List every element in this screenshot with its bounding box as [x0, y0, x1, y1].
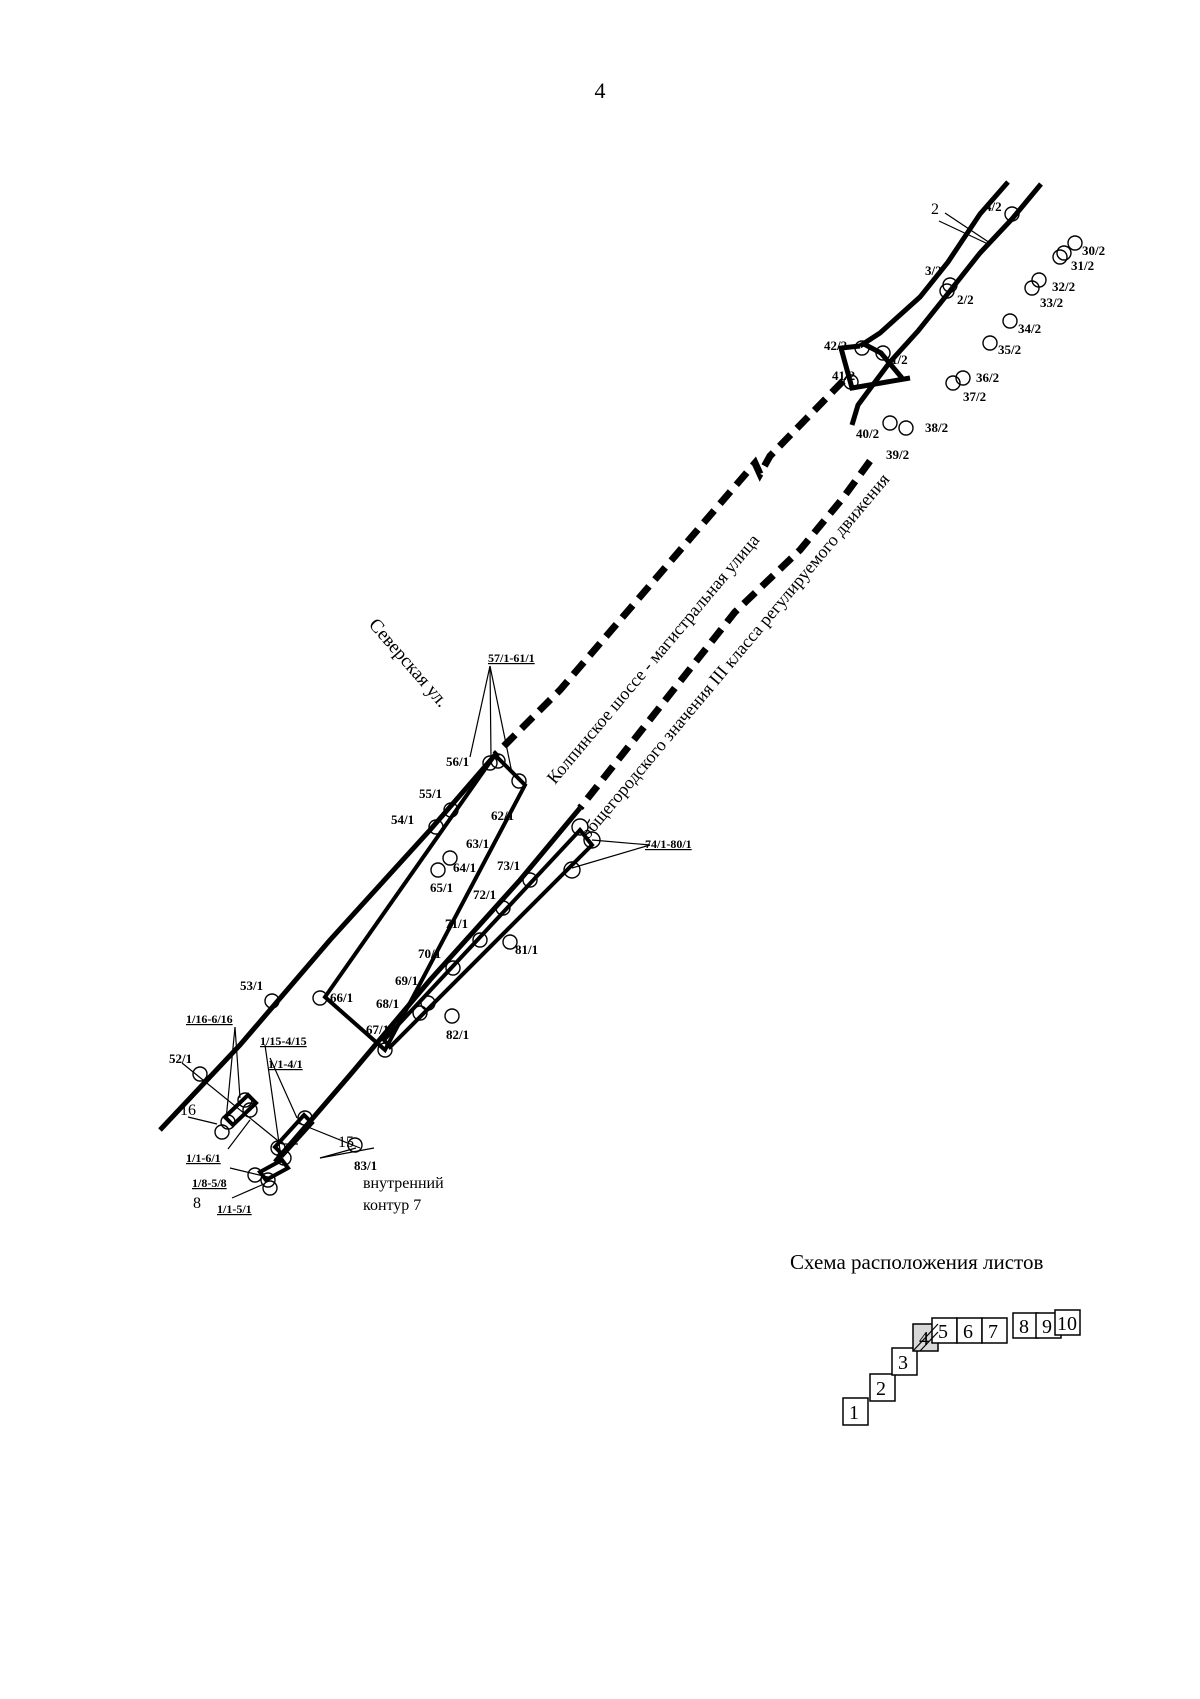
sheet-number: 10	[1057, 1313, 1077, 1335]
point-label: 62/1	[491, 808, 514, 823]
point-label: 72/1	[473, 887, 496, 902]
inner-contour-label-2: контур 7	[363, 1197, 421, 1214]
point-label: 31/2	[1071, 258, 1094, 273]
point-label: 70/1	[418, 946, 441, 961]
point-label: 81/1	[515, 942, 538, 957]
sheet-number: 4	[919, 1328, 929, 1350]
point-label: 37/2	[963, 389, 986, 404]
contour-8-label: 8	[193, 1195, 201, 1212]
point-label: 1/2	[891, 352, 908, 367]
point-label: 73/1	[497, 858, 520, 873]
sheet-number: 5	[938, 1321, 948, 1343]
point-label: 4/2	[985, 199, 1002, 214]
point-label: 35/2	[998, 342, 1021, 357]
point-label: 32/2	[1052, 279, 1075, 294]
point-label: 36/2	[976, 370, 999, 385]
point-label: 68/1	[376, 996, 399, 1011]
sheet-number: 3	[898, 1352, 908, 1374]
point-label: 33/2	[1040, 295, 1063, 310]
group-label-57-61: 57/1-61/1	[488, 651, 535, 665]
road-name-line-2: общегородского значения III класса регул…	[576, 469, 894, 842]
boundary-contour-2	[837, 180, 1043, 426]
sheet-cell-2	[869, 1373, 896, 1402]
road-boundary-dashed	[492, 378, 873, 811]
point-label: 34/2	[1018, 321, 1041, 336]
point-label: 2/2	[957, 292, 974, 307]
point-label: 52/1	[169, 1051, 192, 1066]
leader-lines	[181, 212, 991, 1199]
point-label: 56/1	[446, 754, 469, 769]
point-label: 82/1	[446, 1027, 469, 1042]
point-label: 66/1	[330, 990, 353, 1005]
street-name-severskaya: Северская ул.	[364, 615, 452, 712]
page-number: 4	[594, 78, 606, 103]
contour-15-label: 15	[338, 1134, 354, 1151]
point-label: 39/2	[886, 447, 909, 462]
sheet-cell-8	[1012, 1312, 1039, 1339]
point-label: 64/1	[453, 860, 476, 875]
point-label: 67/1	[366, 1022, 389, 1037]
sheet-cell-10	[1054, 1309, 1081, 1336]
point-label: 69/1	[395, 973, 418, 988]
point-label: 40/2	[856, 426, 879, 441]
group-label-1-16-6-16: 1/16-6/16	[186, 1012, 233, 1026]
group-label-1-1-4-1: 1/1-4/1	[268, 1057, 303, 1071]
group-label-1-8-5-8: 1/8-5/8	[192, 1176, 227, 1190]
point-label: 30/2	[1082, 243, 1105, 258]
boundary-main-lines	[158, 753, 582, 1164]
sheet-number: 9	[1042, 1316, 1052, 1338]
group-label-1-1-6-1: 1/1-6/1	[186, 1151, 221, 1165]
contour-2-label: 2	[931, 201, 939, 218]
group-label-1-15-4-15: 1/15-4/15	[260, 1034, 307, 1048]
inner-contour-label-1: внутренний	[363, 1175, 444, 1192]
point-label: 41/2	[832, 368, 855, 383]
point-label: 55/1	[419, 786, 442, 801]
sheet-cell-1	[842, 1397, 869, 1426]
point-label: 38/2	[925, 420, 948, 435]
point-label: 3/2	[925, 263, 942, 278]
point-label: 54/1	[391, 812, 414, 827]
sheet-layout-schema: 1 2 3 4 5 6 7 8 9 10	[842, 1309, 1081, 1426]
contour-16-label: 16	[180, 1102, 196, 1119]
point-label: 63/1	[466, 836, 489, 851]
point-label: 83/1	[354, 1158, 377, 1173]
sheet-number: 8	[1019, 1316, 1029, 1338]
boundary-point-markers	[192, 206, 1083, 1196]
sheet-cell-7	[981, 1317, 1008, 1344]
schema-title: Схема расположения листов	[790, 1250, 1044, 1274]
group-label-74-80: 74/1-80/1	[645, 837, 692, 851]
sheet-cell-3	[891, 1347, 918, 1376]
sheet-number: 2	[876, 1378, 886, 1400]
point-label: 65/1	[430, 880, 453, 895]
point-label: 71/1	[445, 916, 468, 931]
point-label: 53/1	[240, 978, 263, 993]
sheet-number: 1	[849, 1402, 859, 1424]
point-label: 42/2	[824, 338, 847, 353]
point-labels: 4/2 3/2 2/2 42/2 1/2 41/2 40/2 39/2 38/2…	[169, 199, 1105, 1173]
sheet-number: 6	[963, 1321, 973, 1343]
sheet-cell-6	[956, 1317, 983, 1344]
group-label-1-1-5-1: 1/1-5/1	[217, 1202, 252, 1216]
sheet-number: 7	[988, 1321, 998, 1343]
